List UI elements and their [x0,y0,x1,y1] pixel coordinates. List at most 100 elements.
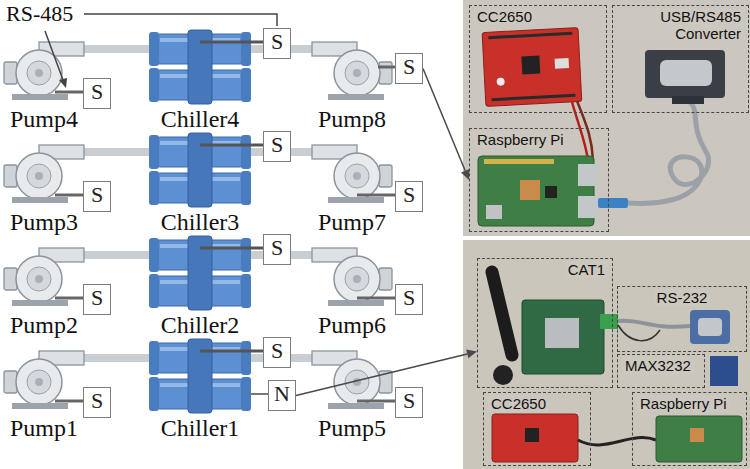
photo-top [577,101,593,160]
network-node-box: N [268,380,296,411]
link-arrow [423,69,469,181]
equipment-name: Pump6 [318,312,386,338]
bus-label: RS-485 [6,1,73,27]
photo-top [463,0,750,236]
sensor-letter: S [91,388,103,413]
sensor-letter: S [91,79,103,104]
module-box: Raspberry Pi [632,392,747,466]
photo-bottom [710,356,738,386]
module-box: Raspberry Pi [469,128,609,232]
leader-line [59,78,67,88]
link-arrow [296,354,467,396]
photo-top [482,28,582,107]
sensor-letter: S [271,338,283,363]
photo-top [628,102,709,203]
photo-bottom [492,414,578,462]
sensor-box: S [83,78,111,109]
module-label: USB/RS485 Converter [617,8,744,42]
sensor-box: S [395,53,423,84]
module-label: RS-232 [654,289,711,306]
sensor-letter: S [91,285,103,310]
photo-bottom [493,365,513,385]
photo-top [672,96,704,104]
equipment-name: Pump1 [10,415,78,441]
photo-top [482,28,582,107]
pump-chiller-rows [357,194,395,197]
photo-top [545,186,557,198]
photo-bottom [618,325,660,341]
link-arrow [466,350,477,359]
photo-bottom [463,240,750,469]
pump-chiller-rows [4,133,392,207]
photo-bottom [522,300,604,374]
sensor-letter: S [271,29,283,54]
sensor-box: S [263,131,291,162]
pump-chiller-rows [357,297,395,300]
equipment-name: Pump8 [318,106,386,132]
pump-chiller-rows [378,66,395,69]
photo-top [492,94,576,101]
photo-top [660,60,712,86]
equipment-name: Pump5 [318,415,386,441]
module-box: USB/RS485 Converter [612,5,749,113]
photo-bottom [618,321,690,327]
sensor-box: S [263,337,291,368]
equipment-name: Pump7 [318,209,386,235]
leader-line [84,14,277,26]
sensor-box: S [83,387,111,418]
photo-top [598,198,628,208]
photo-top [484,159,554,164]
sensor-letter: S [271,235,283,260]
photo-bottom [698,318,722,336]
sensor-box: S [263,28,291,59]
photo-bottom [578,438,656,445]
module-label: Raspberry Pi [637,395,730,412]
module-label: CC2650 [488,395,549,412]
pump-chiller-rows [248,393,268,395]
photo-bottom [463,240,750,469]
equipment-name: Pump3 [10,209,78,235]
sensor-box: S [83,181,111,212]
sensor-box: S [395,284,423,315]
equipment-name: Chiller2 [161,312,240,338]
sensor-letter: S [403,54,415,79]
module-box: RS-232 [617,286,747,352]
equipment-name: Chiller3 [161,209,240,235]
photo-top [520,180,540,200]
pump-chiller-rows [357,400,395,403]
photo-top [521,56,540,75]
sensor-box: S [395,387,423,418]
sensor-letter: S [403,388,415,413]
photo-bottom [545,318,579,348]
sensor-letter: S [403,182,415,207]
module-box: CAT1 [477,258,613,388]
leader-line [45,31,63,80]
photo-top [478,156,594,226]
sensor-letter: S [91,182,103,207]
equipment-name: Pump4 [10,106,78,132]
photo-bottom [492,272,512,355]
photo-top [486,205,502,219]
equipment-name: Pump2 [10,312,78,338]
photo-top [463,0,750,236]
photo-top [578,196,598,218]
pump-chiller-rows [4,30,392,104]
module-label: MAX3232 [622,357,694,374]
module-label: CAT1 [565,261,608,278]
photo-bottom [656,416,742,462]
sensor-letter: S [271,132,283,157]
photo-bottom [690,310,730,344]
sensor-letter: S [403,285,415,310]
pump-chiller-rows [4,236,392,310]
sensor-box: S [263,234,291,265]
photo-top [496,77,504,85]
photo-bottom [525,428,539,442]
pump-chiller-rows [4,30,395,413]
pump-chiller-rows [4,339,392,413]
module-label: Raspberry Pi [474,131,567,148]
sensor-box: S [83,284,111,315]
leader-line [45,14,277,88]
link-arrow [423,69,465,171]
photo-bottom [600,314,618,329]
